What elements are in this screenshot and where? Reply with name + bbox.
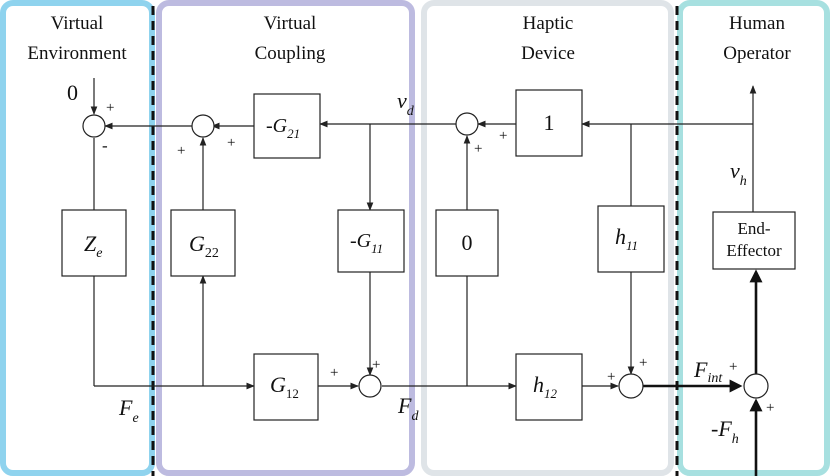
block-ze — [61, 209, 127, 277]
signal-zero-input: 0 — [67, 80, 78, 105]
block-g22-label: G22 — [189, 231, 219, 261]
signal-vh: vh — [730, 158, 747, 189]
sign-human-plus-left: + — [729, 359, 737, 375]
signal-vd: vd — [397, 88, 415, 119]
sign-vc-plus-right: + — [227, 135, 235, 151]
block-g12-label: G12 — [270, 372, 299, 401]
block-g21-label: -G21 — [266, 115, 300, 141]
block-g11 — [337, 209, 405, 273]
sum-junction-fd — [358, 374, 382, 398]
block-h11-label: h11 — [615, 224, 638, 253]
block-one — [515, 89, 583, 157]
sign-fd-plus-top: + — [372, 357, 380, 373]
block-zero — [435, 209, 499, 277]
block-h11 — [597, 205, 665, 273]
region-label-virtual-environment-line1: Virtual — [51, 13, 104, 34]
block-end-effector-line2: Effector — [726, 241, 782, 260]
block-zero-label: 0 — [462, 230, 473, 255]
block-h12 — [515, 353, 583, 421]
block-g11-label: -G11 — [350, 230, 383, 256]
region-label-virtual-coupling-line2: Coupling — [255, 43, 326, 64]
sum-junction-hd — [455, 112, 479, 136]
signal-fe: Fe — [118, 395, 139, 426]
block-end-effector-line1: End- — [737, 219, 770, 238]
region-label-human-operator-line2: Operator — [723, 43, 791, 64]
block-ze-label: Ze — [84, 231, 102, 261]
sign-human-plus-bottom: + — [766, 400, 774, 416]
sign-fd-plus-left: + — [330, 365, 338, 381]
sign-fint-plus-top: + — [639, 355, 647, 371]
block-g12 — [253, 353, 319, 421]
sign-vc-plus-bottom: + — [177, 143, 185, 159]
region-label-human-operator-line1: Human — [729, 13, 785, 34]
region-label-haptic-device-line2: Device — [521, 43, 575, 64]
signal-fd: Fd — [397, 393, 419, 424]
block-h12-label: h12 — [533, 372, 558, 401]
sum-junction-fint — [618, 373, 644, 399]
block-one-label: 1 — [544, 110, 555, 135]
signal-fint: Fint — [693, 357, 723, 386]
region-label-virtual-coupling-line1: Virtual — [264, 13, 317, 34]
sign-ve-plus: + — [106, 100, 114, 116]
sum-junction-vc — [191, 114, 215, 138]
block-g21 — [253, 93, 321, 159]
region-label-haptic-device-line1: Haptic — [523, 13, 574, 34]
sign-fint-plus-left: + — [607, 369, 615, 385]
sign-hd-plus-bottom: + — [474, 141, 482, 157]
region-haptic-device — [421, 0, 674, 476]
sum-junction-ve — [82, 114, 106, 138]
sign-ve-minus: - — [102, 136, 108, 155]
sign-hd-plus-right: + — [499, 128, 507, 144]
region-human-operator — [677, 0, 830, 476]
sum-junction-human — [743, 373, 769, 399]
region-virtual-coupling — [156, 0, 415, 476]
signal-fh: -Fh — [711, 416, 739, 447]
region-label-virtual-environment-line2: Environment — [27, 43, 127, 64]
block-g22 — [170, 209, 236, 277]
block-end-effector — [712, 211, 796, 270]
